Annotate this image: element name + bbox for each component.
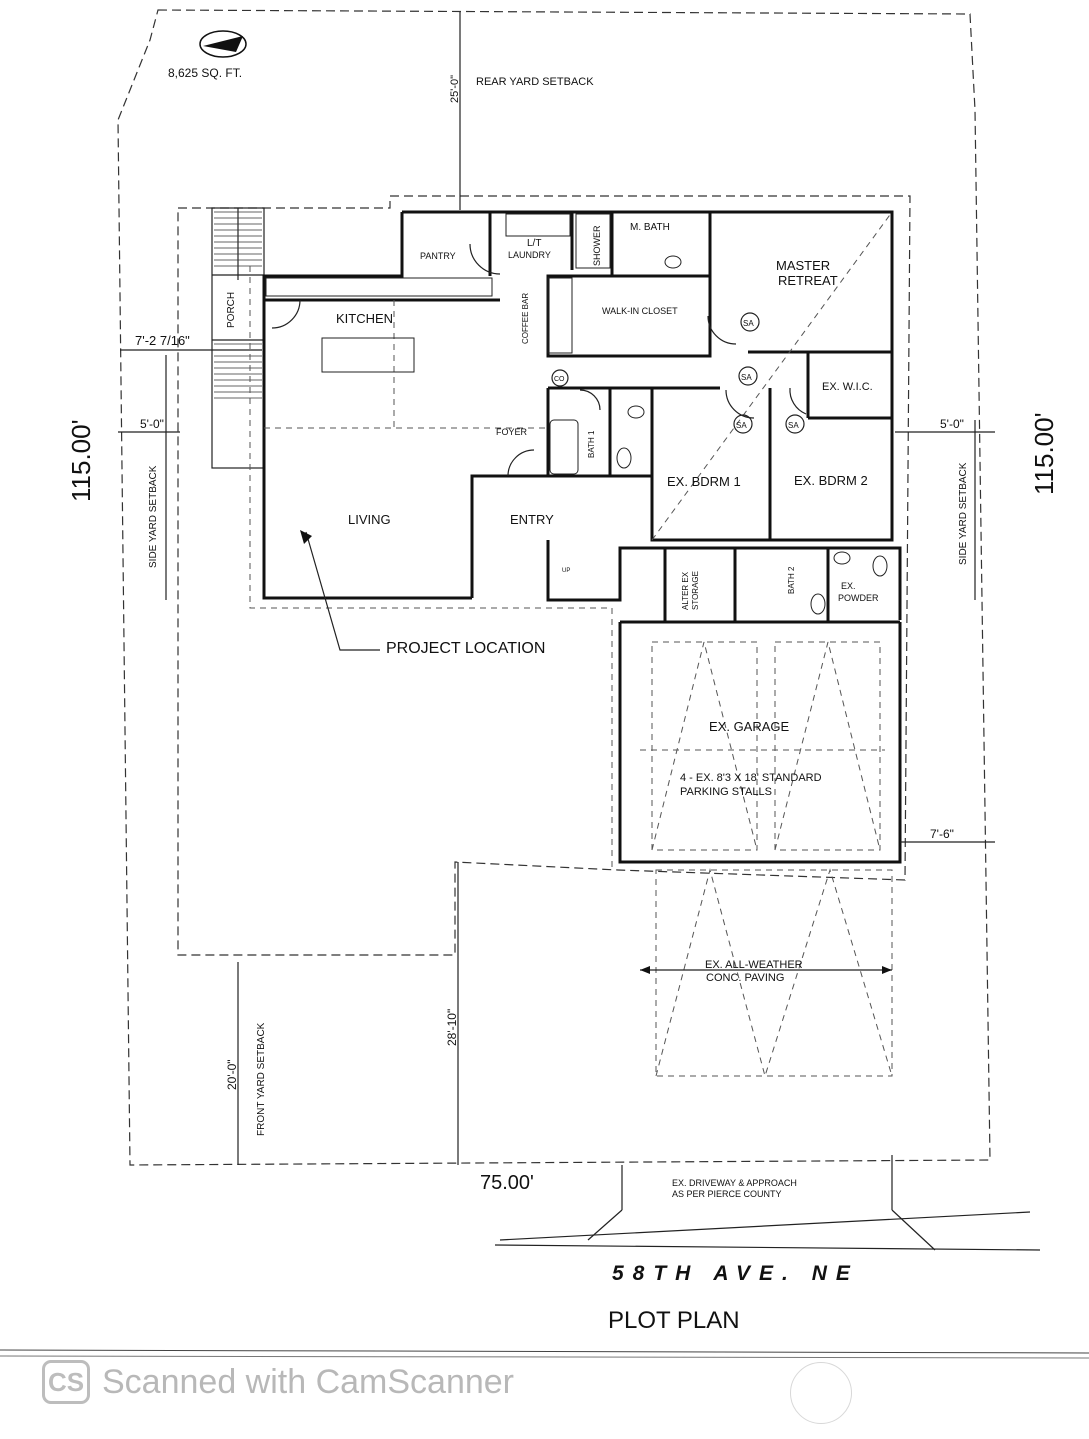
door-swings: [271, 243, 807, 477]
roof-outline: [249, 211, 893, 870]
scan-edge-lines: [0, 1349, 1089, 1359]
lot-depth-left: 115.00': [66, 419, 96, 502]
driveway-note-1: EX. DRIVEWAY & APPROACH: [672, 1178, 797, 1188]
room-shower: SHOWER: [592, 225, 602, 266]
rear-setback-dim-text: 25'-0": [449, 75, 461, 103]
porch-offset-dim-text: 7'-2 7/16": [135, 333, 190, 348]
house-walls: [262, 210, 902, 864]
driveway-note-2: AS PER PIERCE COUNTY: [672, 1189, 782, 1199]
room-bath2: BATH 2: [787, 566, 796, 594]
room-master-1: MASTER: [776, 258, 830, 273]
paving-area: [640, 868, 893, 1078]
project-location-label: PROJECT LOCATION: [386, 640, 545, 657]
room-entry: ENTRY: [510, 512, 554, 527]
north-arrow-icon: [199, 30, 247, 58]
drawing-title: PLOT PLAN: [608, 1307, 740, 1334]
garage-side-dimension: 7'-6": [900, 827, 995, 843]
sa-marker-4: SA: [788, 421, 799, 430]
stair-up-label: UP: [562, 568, 570, 574]
front-setback-label: FRONT YARD SETBACK: [256, 1022, 267, 1136]
left-setback-dimension: 5'-0" SIDE YARD SETBACK: [118, 355, 180, 600]
street-name: 58TH AVE. NE: [612, 1262, 859, 1285]
room-m-bath: M. BATH: [630, 222, 670, 233]
room-alter-storage-2: STORAGE: [691, 571, 700, 610]
front-setback-dimension: 20'-0" FRONT YARD SETBACK: [225, 962, 267, 1165]
room-living: LIVING: [348, 512, 391, 527]
porch-stairs: [211, 207, 265, 469]
room-pantry: PANTRY: [420, 251, 456, 261]
kitchen-fixtures: [265, 213, 573, 373]
sa-marker-2: SA: [741, 373, 752, 382]
lot-width: 75.00': [480, 1172, 534, 1194]
watermark-text: Scanned with CamScanner: [102, 1362, 515, 1401]
right-setback-label: SIDE YARD SETBACK: [958, 462, 969, 565]
paving-note-1: EX. ALL-WEATHER: [705, 959, 803, 971]
camscanner-logo-icon: CS: [42, 1360, 90, 1404]
room-bath1: BATH 1: [587, 430, 596, 458]
camscanner-watermark: CS Scanned with CamScanner: [42, 1358, 514, 1406]
room-ex-powder-1: EX.: [841, 581, 856, 591]
porch-label: PORCH: [226, 292, 237, 328]
rear-setback-dimension: 25'-0" REAR YARD SETBACK: [449, 12, 594, 210]
porch-offset-dimension: 7'-2 7/16": [120, 333, 262, 351]
room-ex-bdrm2: EX. BDRM 2: [794, 473, 868, 488]
room-ex-bdrm1: EX. BDRM 1: [667, 474, 741, 489]
rear-setback-label: REAR YARD SETBACK: [476, 76, 594, 88]
sa-marker-3: SA: [736, 421, 747, 430]
room-master-2: RETREAT: [778, 273, 838, 288]
bath-fixtures: [549, 213, 888, 615]
garage-stalls: [651, 641, 881, 851]
front-setback-dim-text: 20'-0": [225, 1059, 239, 1090]
room-coffee-bar: COFFEE BAR: [521, 293, 530, 344]
parking-note-1: 4 - EX. 8'3 X 18' STANDARD: [680, 772, 822, 784]
room-alter-storage-1: ALTER EX: [681, 571, 690, 610]
co-marker: CO: [554, 376, 565, 383]
house-front-dimension: 28'-10": [445, 862, 459, 1165]
stair-treads: [214, 211, 262, 399]
property-line: [117, 9, 991, 1166]
room-ex-wic: EX. W.I.C.: [822, 381, 873, 393]
parking-note-2: PARKING STALLS: [680, 786, 772, 798]
watermark-circle-icon: [790, 1362, 852, 1424]
room-lt: L/T: [527, 238, 541, 249]
garage-side-dim-text: 7'-6": [930, 827, 954, 841]
left-setback-label: SIDE YARD SETBACK: [148, 465, 159, 568]
sa-marker-1: SA: [743, 319, 754, 328]
right-setback-dimension: 5'-0" SIDE YARD SETBACK: [895, 417, 995, 600]
room-laundry: LAUNDRY: [508, 250, 551, 260]
room-ex-powder-2: POWDER: [838, 593, 879, 603]
smoke-alarms: [551, 312, 805, 434]
lot-depth-right: 115.00': [1029, 412, 1059, 495]
driveway-approach: [494, 1155, 1041, 1251]
house-front-dim-text: 28'-10": [445, 1009, 459, 1046]
setback-line: [177, 195, 911, 956]
garage-label: EX. GARAGE: [709, 719, 790, 734]
right-setback-dim-text: 5'-0": [940, 417, 964, 431]
room-walk-in-closet: WALK-IN CLOSET: [602, 306, 678, 316]
paving-note-2: CONC. PAVING: [706, 972, 784, 984]
room-foyer: FOYER: [496, 427, 528, 437]
room-kitchen: KITCHEN: [336, 311, 393, 326]
project-location-callout: [300, 530, 380, 651]
left-setback-dim-text: 5'-0": [140, 417, 164, 431]
lot-area: 8,625 SQ. FT.: [168, 66, 242, 80]
